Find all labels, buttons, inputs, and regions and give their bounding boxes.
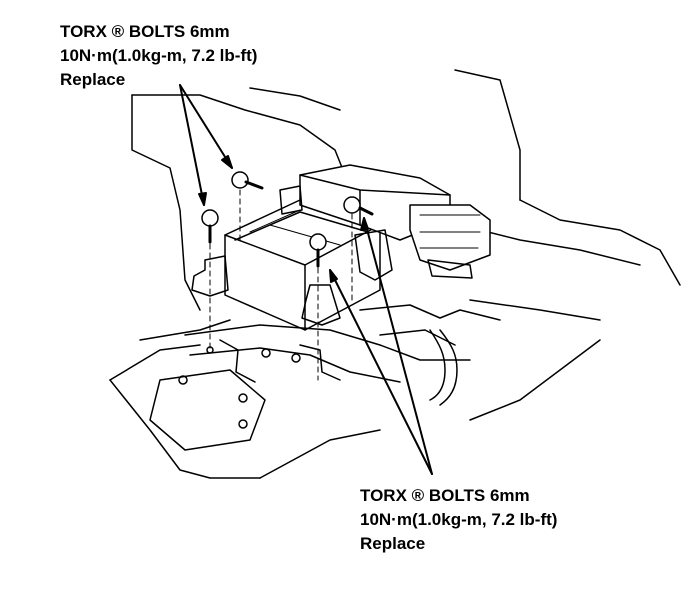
callout-bottom-note: Replace bbox=[360, 534, 426, 553]
torx-bolt-1 bbox=[231, 171, 264, 241]
vehicle-floor-outline bbox=[109, 69, 681, 479]
floor-plate bbox=[149, 369, 266, 451]
torx-bolt-4 bbox=[343, 196, 374, 301]
mount-brackets bbox=[191, 185, 393, 326]
srs-unit bbox=[224, 199, 381, 331]
leader-lines-top bbox=[179, 84, 233, 206]
callout-bottom-title: TORX ® BOLTS 6mm bbox=[360, 486, 530, 505]
callout-top-title: TORX ® BOLTS 6mm bbox=[60, 22, 230, 41]
leader-lines-bottom bbox=[329, 217, 433, 475]
callout-bottom-torque: 10N·m(1.0kg-m, 7.2 lb-ft) bbox=[360, 510, 558, 529]
console-frame bbox=[184, 304, 501, 406]
torx-bolt-2 bbox=[201, 209, 219, 351]
callout-top-torque: 10N·m(1.0kg-m, 7.2 lb-ft) bbox=[60, 46, 258, 65]
torx-bolts-callout-top: TORX ® BOLTS 6mm 10N·m(1.0kg-m, 7.2 lb-f… bbox=[60, 20, 257, 92]
connector-housing bbox=[299, 164, 491, 279]
callout-top-note: Replace bbox=[60, 70, 126, 89]
torx-bolts-callout-bottom: TORX ® BOLTS 6mm 10N·m(1.0kg-m, 7.2 lb-f… bbox=[360, 484, 557, 556]
torx-bolt-3 bbox=[309, 233, 327, 381]
